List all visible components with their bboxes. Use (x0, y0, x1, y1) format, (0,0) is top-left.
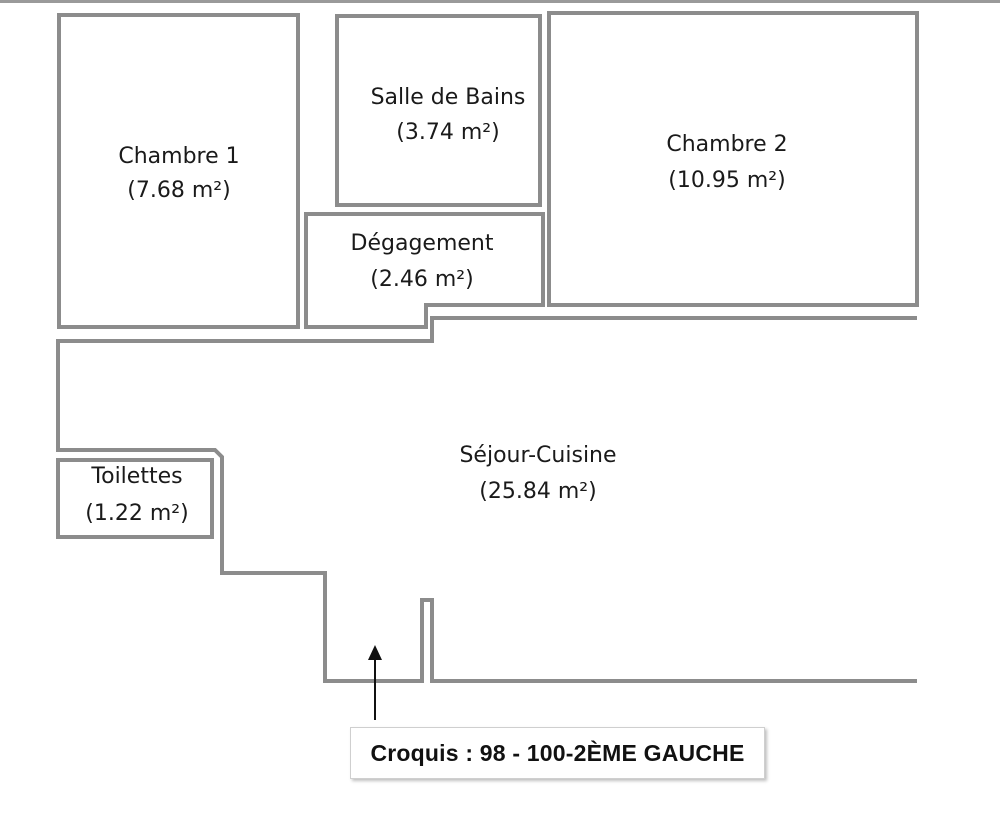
wall-chambre-1 (57, 13, 300, 329)
room-area-degagement: (2.46 m²) (370, 267, 473, 292)
caption-box: Croquis : 98 - 100-2ÈME GAUCHE (350, 727, 765, 779)
room-name-chambre-1: Chambre 1 (118, 144, 239, 169)
room-area-chambre-2: (10.95 m²) (668, 168, 785, 193)
wall-sejour-cuisine (56, 316, 917, 683)
room-area-salle-de-bains: (3.74 m²) (396, 120, 499, 145)
caption-text: Croquis : 98 - 100-2ÈME GAUCHE (370, 739, 745, 766)
room-name-degagement: Dégagement (351, 231, 494, 256)
room-name-salle-de-bains: Salle de Bains (371, 85, 526, 110)
room-area-toilettes: (1.22 m²) (85, 501, 188, 526)
wall-degagement (304, 212, 545, 329)
room-toilettes: Toilettes (1.22 m²) (56, 458, 214, 539)
room-area-sejour-cuisine: (25.84 m²) (479, 479, 596, 504)
room-degagement: Dégagement (2.46 m²) (304, 212, 545, 329)
wall-salle-de-bains (335, 14, 542, 207)
arrow-up-icon (368, 645, 382, 720)
room-name-chambre-2: Chambre 2 (666, 132, 787, 157)
top-rule (0, 0, 1000, 3)
room-chambre-2: Chambre 2 (10.95 m²) (547, 11, 919, 307)
room-sejour-cuisine: Séjour-Cuisine (25.84 m²) (56, 316, 917, 683)
room-name-toilettes: Toilettes (90, 464, 182, 489)
wall-chambre-2 (547, 11, 919, 307)
room-salle-de-bains: Salle de Bains (3.74 m²) (335, 14, 542, 207)
room-name-sejour-cuisine: Séjour-Cuisine (459, 443, 616, 468)
room-chambre-1: Chambre 1 (7.68 m²) (57, 13, 300, 329)
wall-toilettes (56, 458, 214, 539)
room-area-chambre-1: (7.68 m²) (127, 178, 230, 203)
